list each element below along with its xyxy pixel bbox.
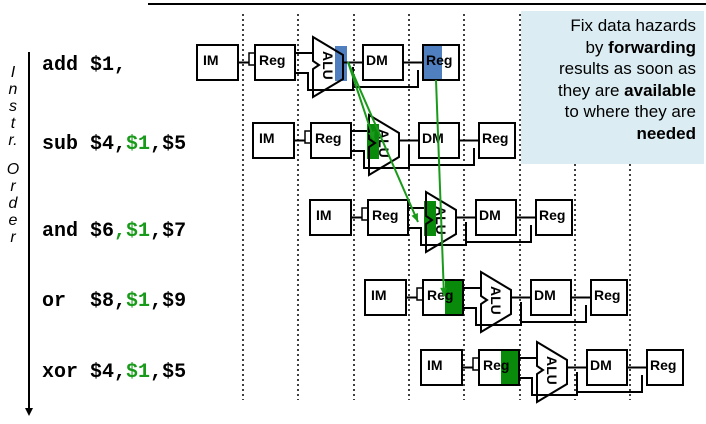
- forward-arrow-to-sub: [347, 61, 375, 141]
- forward-arrow-to-or: [435, 79, 445, 297]
- register-write-box: [646, 349, 684, 386]
- forward-arrow-to-and: [347, 61, 419, 223]
- forwarding-note: Fix data hazards by forwarding results a…: [521, 11, 704, 164]
- bypass-wire: [520, 302, 587, 323]
- register-read-highlight: [501, 351, 518, 384]
- alu-label: ALU: [488, 286, 504, 315]
- instruction-sub: sub $4,$1,$5: [42, 133, 187, 156]
- instruction-memory-box: [364, 279, 407, 316]
- register-file-box: [367, 199, 409, 236]
- data-memory-box: [475, 199, 517, 236]
- instruction-memory-box: [309, 199, 352, 236]
- alu-shape: [312, 35, 344, 99]
- instruction-or: or $8,$1,$9: [42, 290, 187, 313]
- data-memory-box: [586, 349, 628, 386]
- im-label: IM: [316, 207, 332, 223]
- forward-arrow-to-and-head: [411, 213, 418, 222]
- alu-shape: [480, 270, 512, 334]
- register-write-highlight: [424, 46, 442, 79]
- reg-label: Reg: [427, 287, 453, 303]
- alu-shape: [425, 190, 457, 254]
- reg-write-label: Reg: [426, 52, 452, 68]
- dm-label: DM: [534, 287, 556, 303]
- register-write-box: [478, 122, 516, 159]
- register-read-highlight: [445, 281, 462, 314]
- alu-label: ALU: [320, 51, 336, 80]
- im-label: IM: [427, 357, 443, 373]
- instruction-add: add $1,: [42, 54, 127, 77]
- reg-label: Reg: [372, 207, 398, 223]
- dm-label: DM: [422, 130, 444, 146]
- bypass-wire: [576, 372, 643, 393]
- reg-label: Reg: [315, 130, 341, 146]
- register-file-box: [254, 44, 296, 81]
- instruction-memory-box: [196, 44, 239, 81]
- im-label: IM: [259, 130, 275, 146]
- instruction-memory-box: [420, 349, 463, 386]
- order-arrow-head: [25, 408, 33, 416]
- instruction-xor: xor $4,$1,$5: [42, 361, 187, 384]
- reg-label: Reg: [483, 357, 509, 373]
- register-write-box: [535, 199, 573, 236]
- reg-write-label: Reg: [539, 207, 565, 223]
- dm-label: DM: [366, 52, 388, 68]
- im-label: IM: [371, 287, 387, 303]
- forward-arrow-to-or-head: [440, 287, 448, 296]
- forward-arrow-to-sub-head: [368, 131, 375, 140]
- alu-label: ALU: [544, 356, 560, 385]
- reg-write-label: Reg: [650, 357, 676, 373]
- reg-write-label: Reg: [482, 130, 508, 146]
- alu-shape: [368, 113, 400, 177]
- bypass-wire: [408, 145, 475, 166]
- im-label: IM: [203, 52, 219, 68]
- dm-label: DM: [590, 357, 612, 373]
- instruction-and: and $6,$1,$7: [42, 220, 187, 243]
- reg-label: Reg: [259, 52, 285, 68]
- bypass-wire: [465, 222, 532, 243]
- data-memory-box: [362, 44, 404, 81]
- alu-shape: [536, 340, 568, 404]
- register-file-box: [310, 122, 352, 159]
- reg-write-label: Reg: [594, 287, 620, 303]
- dm-label: DM: [479, 207, 501, 223]
- register-write-box: [590, 279, 628, 316]
